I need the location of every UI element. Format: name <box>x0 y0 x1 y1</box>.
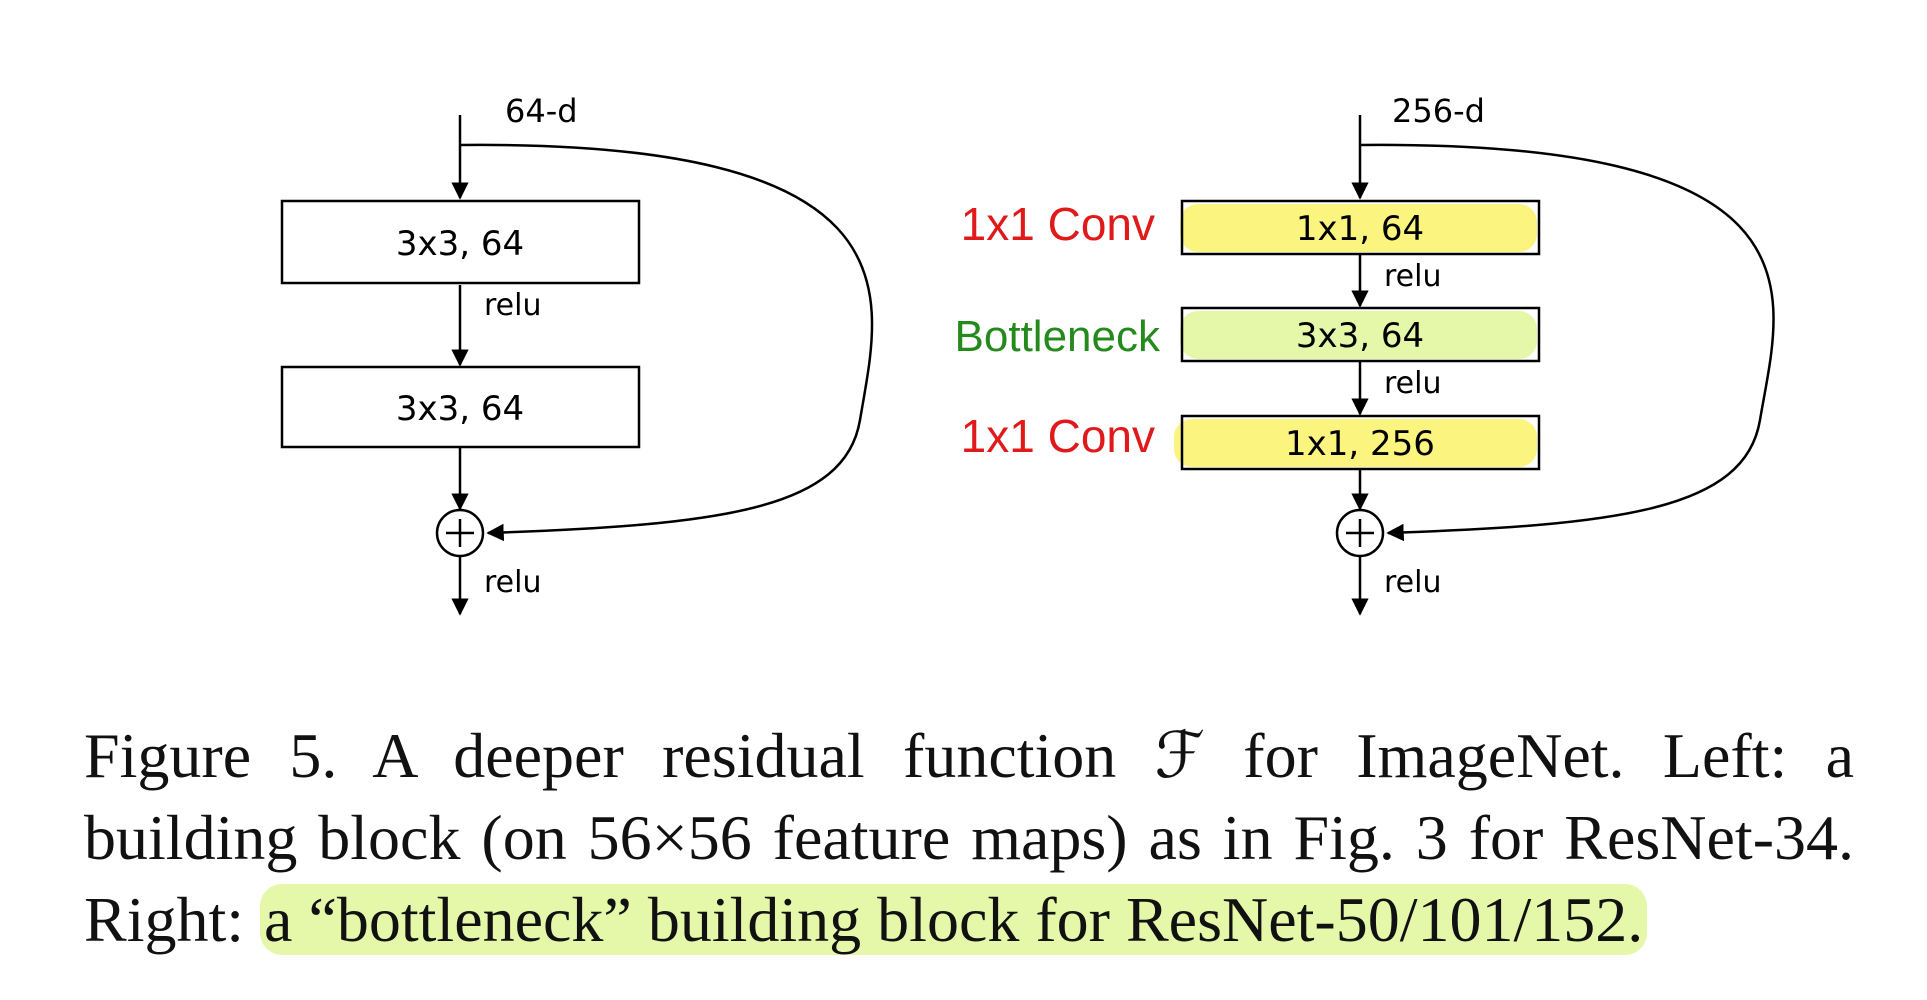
right-relu-1-label: relu <box>1384 259 1441 294</box>
right-conv-box-2 <box>1180 306 1541 363</box>
right-input-dim-label: 256-d <box>1392 92 1485 130</box>
resnet-blocks-figure: 64-d 3x3, 64 3x3, 64 relu relu 256-d 1x1… <box>280 92 1775 616</box>
right-bottleneck-block: 256-d 1x1, 64 3x3, 64 1x1, 256 relu relu… <box>955 92 1775 616</box>
left-relu-mid-label: relu <box>484 288 541 323</box>
left-conv-label-2: 3x3, 64 <box>396 389 524 429</box>
right-bottleneck-highlight <box>1180 311 1537 359</box>
right-conv-label-1: 1x1, 64 <box>1296 209 1424 249</box>
side-label-conv-2: 1x1 Conv <box>961 410 1155 462</box>
left-conv-box-2 <box>280 365 641 449</box>
right-relu-out-label: relu <box>1384 565 1441 600</box>
side-label-bottleneck: Bottleneck <box>955 312 1161 361</box>
right-conv-box-3 <box>1180 414 1541 471</box>
right-conv-highlight-3 <box>1174 419 1537 467</box>
right-conv-label-3: 1x1, 256 <box>1285 424 1435 464</box>
right-conv-label-2: 3x3, 64 <box>1296 316 1424 356</box>
right-conv-box-1 <box>1180 199 1541 256</box>
left-conv-label-1: 3x3, 64 <box>396 224 524 264</box>
left-relu-out-label: relu <box>484 565 541 600</box>
right-relu-2-label: relu <box>1384 366 1441 401</box>
left-input-dim-label: 64-d <box>505 92 578 130</box>
side-label-conv-1: 1x1 Conv <box>961 198 1155 250</box>
left-shortcut-path <box>459 143 874 542</box>
caption-highlighted-text: a “bottleneck” building block for ResNet… <box>260 884 1648 955</box>
left-conv-box-1 <box>280 199 641 285</box>
figure-caption: Figure 5. A deeper residual function ℱ f… <box>84 715 1854 961</box>
left-basic-block: 64-d 3x3, 64 3x3, 64 relu relu <box>280 92 874 616</box>
right-conv-highlight-1 <box>1180 204 1537 252</box>
right-shortcut-path <box>1359 143 1775 542</box>
caption-text: Figure 5. A deeper residual function ℱ f… <box>84 720 1854 955</box>
